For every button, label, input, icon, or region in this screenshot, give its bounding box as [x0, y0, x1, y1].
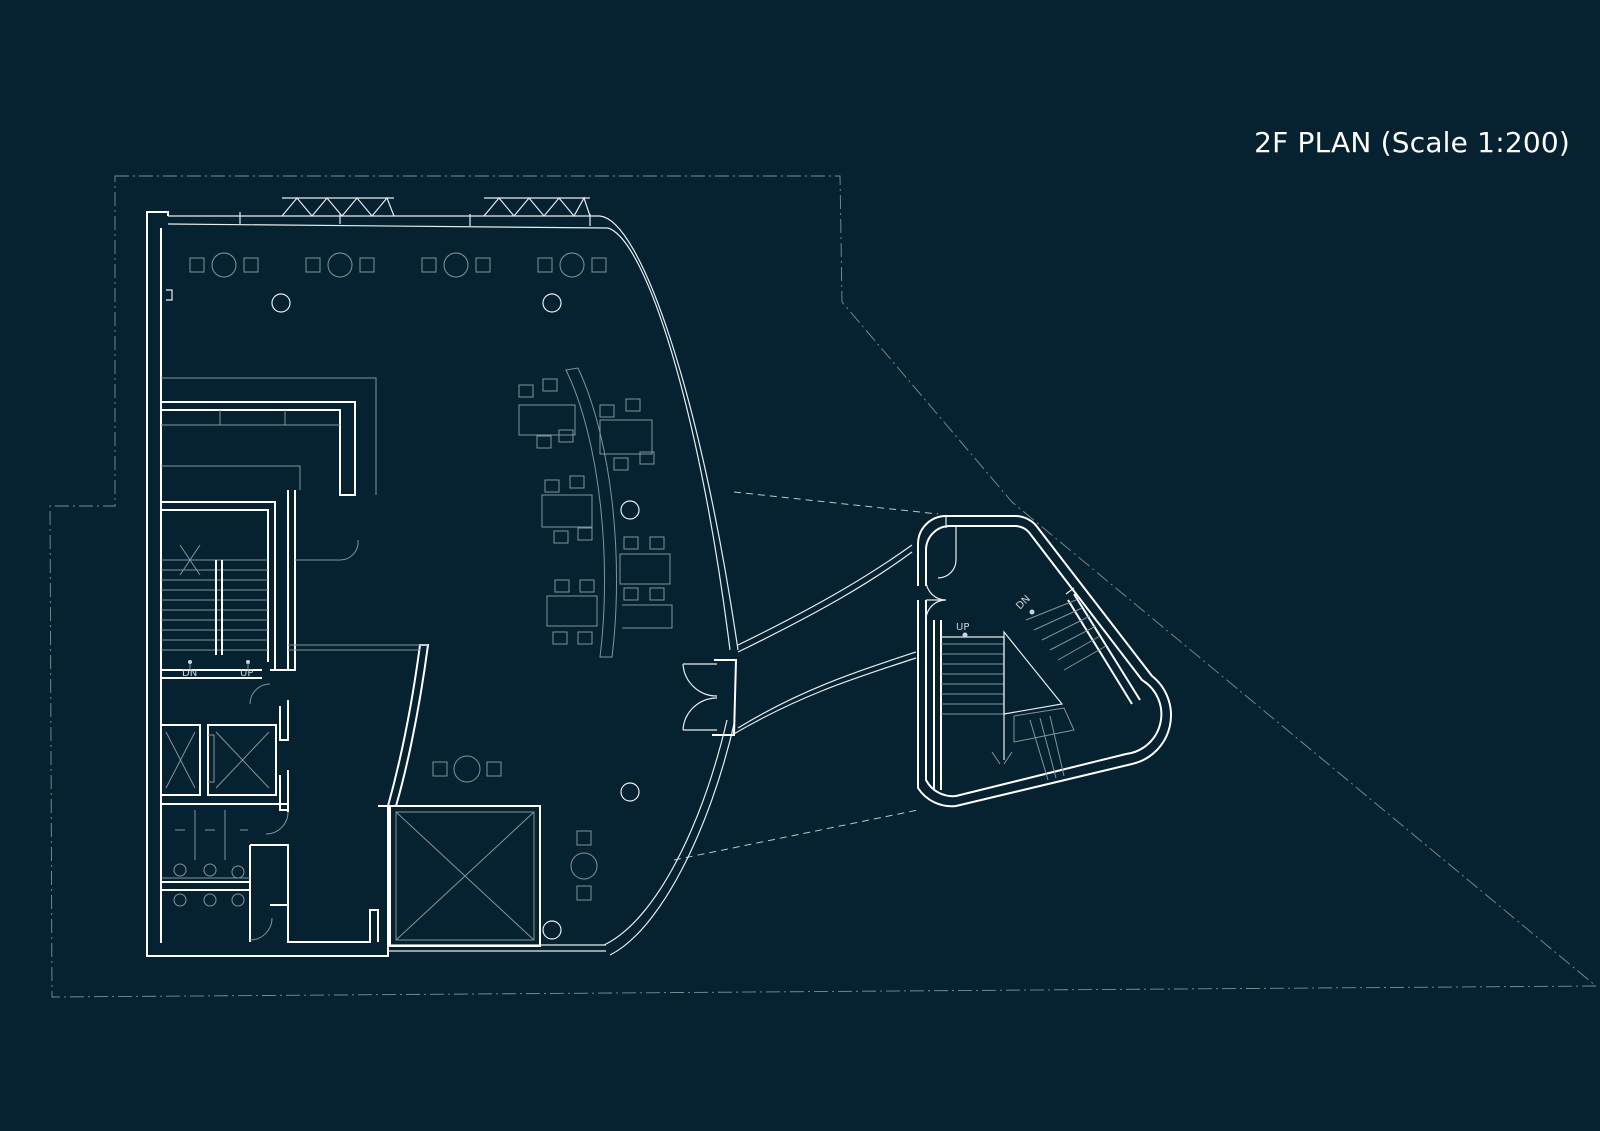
furniture [189, 252, 673, 901]
drawing-title: 2F PLAN (Scale 1:200) [1254, 126, 1570, 159]
columns [271, 293, 640, 940]
window-fins [281, 196, 591, 218]
bridge-entry-doors [682, 659, 738, 736]
void-opening [389, 805, 541, 947]
annex-tower [917, 515, 1172, 808]
connector-guides [673, 491, 939, 861]
annex-stair-down-label: DN [1014, 594, 1033, 613]
annex-stair-up-label: UP [956, 622, 969, 633]
main-stair-down-label: DN [182, 668, 197, 679]
curved-partition [288, 539, 430, 955]
site-boundary [49, 175, 1598, 998]
main-stair-up-label: UP [240, 668, 253, 679]
main-stair [161, 544, 268, 670]
bridge [731, 544, 917, 736]
core-walls [161, 377, 379, 943]
